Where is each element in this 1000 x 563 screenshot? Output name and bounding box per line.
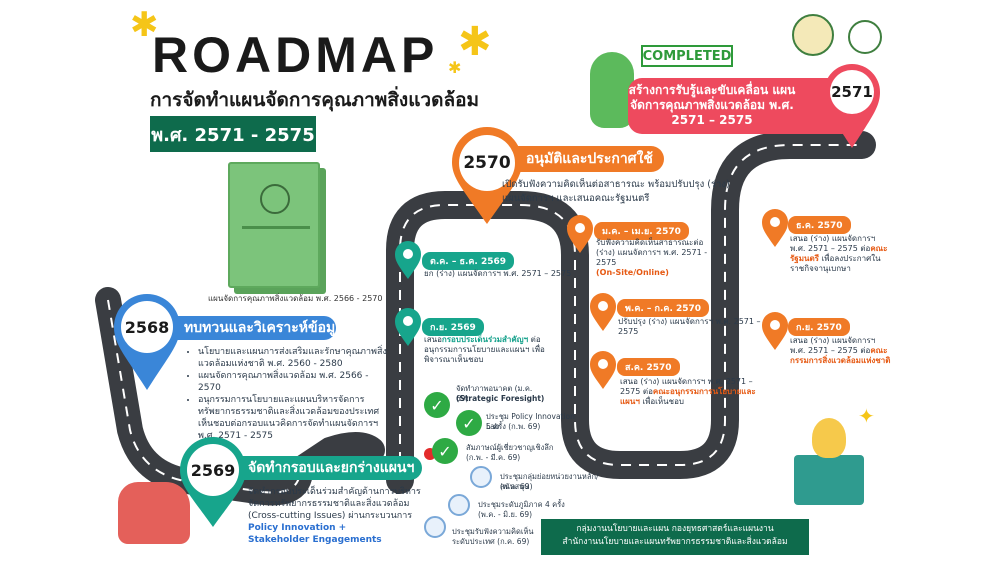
plan-book-image [228,162,320,288]
star-icon: ✱ [458,19,492,65]
group-icon [470,466,492,488]
step-label: ประชุมกลุ่มย่อยหน่วยงานหลัก/สนับสนุน [500,472,599,491]
map-pin-icon [448,494,470,516]
page-subtitle: การจัดทำแผนจัดการคุณภาพสิ่งแวดล้อม [150,89,480,111]
pin-small-orange-icon [590,293,616,331]
milestone-2569-desc: จัดทำกรอบประเด็นร่วมสำคัญด้านการบริหารจั… [248,487,421,521]
chip-dec-2570: ธ.ค. 2570 [788,216,851,234]
step-label: ประชุมระดับภูมิภาค 4 ครั้ง [478,500,565,509]
desc-oct-dec-2569: ยก (ร่าง) แผนจัดการฯ พ.ศ. 2571 – 2575 [424,269,572,278]
pin-2571-year: 2571 [830,70,874,114]
desc-jan-apr-2570: รับฟังความคิดเห็นสาธารณะต่อ (ร่าง) แผนจั… [596,238,708,277]
sparkle-icon: ✦ [858,404,875,428]
check-icon: ✓ [424,392,450,418]
pin-small-teal-icon [395,241,421,279]
milestone-2569-title: จัดทำกรอบและยกร่างแผนฯ [240,456,422,480]
book-caption: แผนจัดการคุณภาพสิ่งแวดล้อม พ.ศ. 2566 - 2… [208,294,383,303]
milestone-2570-title: อนุมัติและประกาศใช้ [518,146,664,172]
list-item: แผนจัดการคุณภาพสิ่งแวดล้อม พ.ศ. 2566 - 2… [198,370,394,394]
chip-oct-dec-2569: ต.ค. – ธ.ค. 2569 [422,252,515,270]
desc-sep-2569: เสนอกรอบประเด็นร่วมสำคัญฯ ต่ออนุกรรมการน… [424,335,545,364]
years-badge: พ.ศ. 2571 - 2575 [150,116,316,152]
pin-small-orange-icon [567,215,593,253]
milestone-2568-title: ทบทวนและวิเคราะห์ข้อมูล [176,316,344,340]
completed-stamp: COMPLETED [641,45,733,67]
pin-small-orange-icon [590,351,616,389]
pin-2569-year: 2569 [187,444,239,496]
gift-box-image [794,455,864,505]
step-label: ประชุมรับฟังความคิดเห็น [452,527,534,536]
ministry-logo [792,14,834,56]
banner-2571-text: สร้างการรับรู้และขับเคลื่อน แผนจัดการคุณ… [628,83,796,127]
list-item: อนุกรรมการนโยบายและแผนบริหารจัดการทรัพยา… [198,394,394,442]
mascot-image [590,52,634,128]
meeting-icon [424,516,446,538]
step-label: จัดทำภาพอนาคต (ม.ค. 69) [456,384,533,403]
check-icon: ✓ [432,438,458,464]
footer-line-1: กลุ่มงานนโยบายและแผน กองยุทธศาสตร์และแผน… [576,524,774,534]
footer-line-2: สำนักงานนโยบายและแผนทรัพยากรธรรมชาติและส… [562,537,788,547]
step-label: ประชุม Policy Innovation Lab [486,412,575,431]
car-image [118,482,190,544]
pin-small-orange-icon [762,209,788,247]
milestone-2569-highlight: Policy Innovation + Stakeholder Engageme… [248,523,382,545]
milestone-2570-desc: เปิดรับฟังความคิดเห็นต่อสาธารณะ พร้อมปรั… [502,179,730,204]
garuda-emblem-icon [260,184,290,214]
pin-small-orange-icon [762,312,788,350]
step-sub: ระดับประเทศ (ก.ค. 69) [452,537,530,546]
check-icon: ✓ [456,410,482,436]
desc-dec-2570: เสนอ (ร่าง) แผนจัดการฯ พ.ศ. 2571 – 2575 … [790,234,888,273]
desc-may-jul-2570: ปรับปรุง (ร่าง) แผนจัดการฯ พ.ศ. 2571 – 2… [618,317,761,336]
step-label: สัมภาษณ์ผู้เชี่ยวชาญเชิงลึก [466,443,554,452]
chip-jan-apr-2570: ม.ค. – เม.ย. 2570 [594,222,689,240]
step-sub: (Strategic Foresight) [456,394,545,403]
banner-2571: สร้างการรับรู้และขับเคลื่อน แผนจัดการคุณ… [628,78,856,134]
star-icon: ✱ [130,5,159,45]
chip-sep-2569: ก.ย. 2569 [422,318,484,336]
chip-may-jul-2570: พ.ค. – ก.ค. 2570 [617,299,710,317]
pin-2570-year: 2570 [459,135,515,191]
onep-logo [848,20,882,54]
chip-sep-2570: ก.ย. 2570 [788,318,850,336]
star-icon: ✱ [448,58,462,77]
pin-small-teal-icon [395,308,421,346]
desc-aug-2570: เสนอ (ร่าง) แผนจัดการฯ พ.ศ. 2571 – 2575 … [620,377,756,406]
step-sub: (พ.ค. 69) [500,482,533,491]
pin-2568-year: 2568 [121,301,173,353]
step-sub: 5 ครั้ง (ก.พ. 69) [486,422,541,431]
step-sub: (ก.พ. - มี.ค. 69) [466,453,521,462]
page-title: ROADMAP [152,27,439,83]
footer-organization: กลุ่มงานนโยบายและแผน กองยุทธศาสตร์และแผน… [541,519,809,555]
milestone-2568-list: นโยบายและแผนการส่งเสริมและรักษาคุณภาพสิ่… [186,346,394,442]
list-item: นโยบายและแผนการส่งเสริมและรักษาคุณภาพสิ่… [198,346,394,370]
desc-sep-2570: เสนอ (ร่าง) แผนจัดการฯ พ.ศ. 2571 – 2575 … [790,336,891,365]
step-sub: (พ.ค. - มิ.ย. 69) [478,510,533,519]
chip-aug-2570: ส.ค. 2570 [617,358,680,376]
light-bulb-icon [812,418,846,458]
